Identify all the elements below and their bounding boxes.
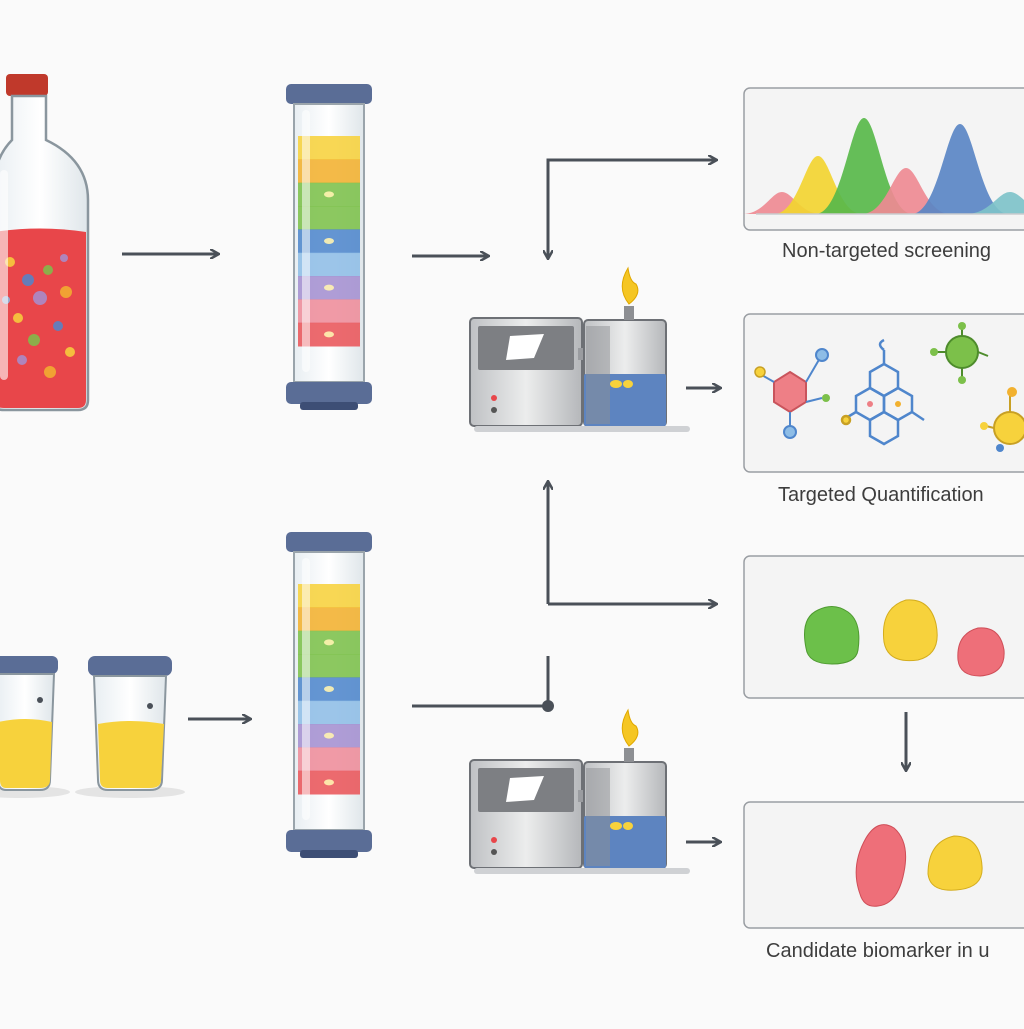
- mass-spectrometer-icon: [469, 708, 690, 874]
- molecule-structure-icon: [980, 387, 1024, 452]
- molecule-structure-icon: [840, 338, 925, 446]
- candidate-panel: [743, 801, 1024, 929]
- mass-spectrometer-icon: [469, 266, 690, 432]
- junction-dot: [542, 700, 554, 712]
- connector-column-to-junction: [412, 656, 550, 708]
- biomarker-panel: [743, 555, 1024, 699]
- bottle-icon: [0, 74, 90, 412]
- arrow-to-non-targeted: [546, 160, 716, 254]
- targeted-panel: [743, 313, 1024, 473]
- sample-cup-icon: [0, 656, 70, 798]
- chromatography-column-icon: [286, 84, 372, 410]
- biomarker-blob-icon: [855, 824, 983, 907]
- caption-targeted: Targeted Quantification: [778, 484, 984, 506]
- chromatogram-peaks-icon: [742, 118, 1024, 215]
- molecule-structure-icon: [754, 348, 830, 439]
- chromatography-column-icon: [286, 532, 372, 858]
- caption-candidate: Candidate biomarker in u: [766, 940, 990, 962]
- non-targeted-panel: [742, 87, 1024, 231]
- biomarker-blob-icon: [804, 599, 1005, 677]
- sample-cup-icon: [75, 656, 185, 798]
- caption-non-targeted: Non-targeted screening: [782, 240, 992, 262]
- molecule-structure-icon: [930, 322, 989, 384]
